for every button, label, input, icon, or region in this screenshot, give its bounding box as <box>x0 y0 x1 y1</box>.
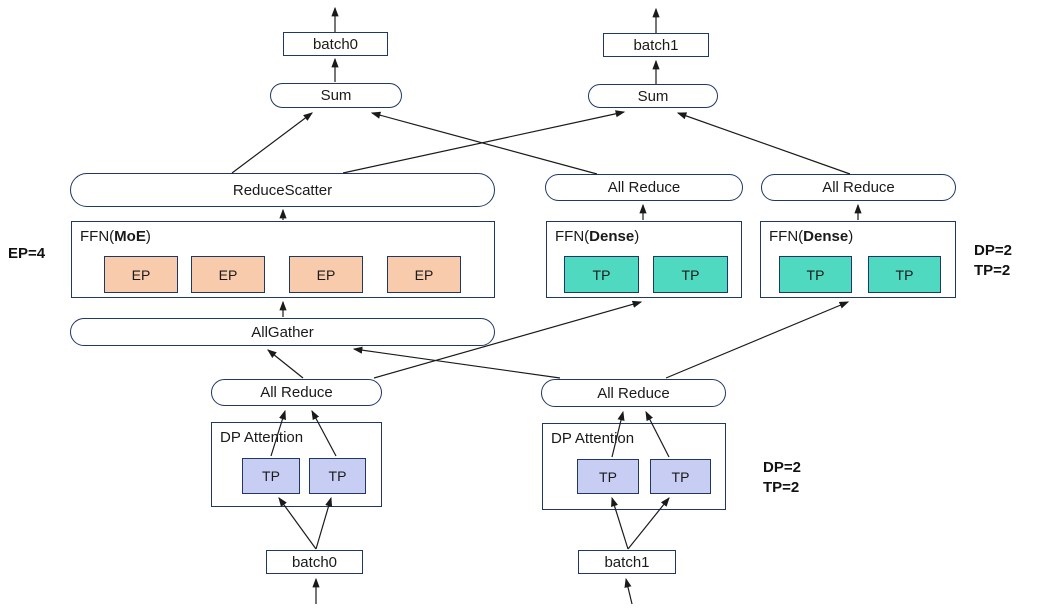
dp-attention-right-label: DP Attention <box>551 430 635 447</box>
sum-right-node: Sum <box>588 84 718 108</box>
attention-parallelism-label: DP=2 TP=2 <box>763 458 801 499</box>
sum-left-node: Sum <box>270 83 402 108</box>
arrow-allreduce-dense-left-to-sum-left <box>370 111 598 175</box>
attn-tp-unit-2: TP <box>577 459 639 494</box>
ffn-moe-label: FFN(MoE) <box>80 228 151 245</box>
batch1-output-box: batch1 <box>603 33 709 57</box>
ep-unit-1: EP <box>191 256 265 293</box>
dense-tp-unit-1: TP <box>653 256 728 293</box>
all-gather-node: AllGather <box>70 318 495 346</box>
arrow-attn-allreduce-right-to-ffn-dense-right <box>665 301 850 379</box>
arrow-batch1-in <box>624 577 633 605</box>
arrow-reducescatter-to-sum-left <box>231 112 313 174</box>
ffn-dense-right-label: FFN(Dense) <box>769 228 854 245</box>
dense-tp-unit-3: TP <box>868 256 941 293</box>
attn-tp-unit-3: TP <box>650 459 711 494</box>
batch0-input-box: batch0 <box>266 550 363 574</box>
dense-tp-unit-2: TP <box>779 256 852 293</box>
batch0-output-box: batch0 <box>283 32 388 56</box>
dense-tp-unit-0: TP <box>564 256 639 293</box>
all-reduce-dense-right-node: All Reduce <box>761 174 956 201</box>
attention-dp-label: DP=2 <box>763 459 801 476</box>
dp-attention-left-label: DP Attention <box>220 429 304 446</box>
ffn-moe-box: FFN(MoE) EP EP EP EP <box>71 221 495 298</box>
dp-attention-right-box: DP Attention TP TP <box>542 423 726 510</box>
attn-tp-unit-0: TP <box>242 458 300 494</box>
reduce-scatter-node: ReduceScatter <box>70 173 495 207</box>
dp-attention-left-box: DP Attention TP TP <box>211 422 382 507</box>
ffn-dense-left-box: FFN(Dense) TP TP <box>546 221 742 298</box>
all-reduce-dense-left-node: All Reduce <box>545 174 743 201</box>
arrow-attn-allreduce-right-to-allgather <box>352 346 561 379</box>
ep-parallelism-label: EP=4 <box>8 245 46 262</box>
ffn-dense-right-box: FFN(Dense) TP TP <box>760 221 956 298</box>
arrow-reducescatter-to-sum-right <box>342 110 626 174</box>
all-reduce-attn-right-node: All Reduce <box>541 379 726 407</box>
attn-tp-unit-1: TP <box>309 458 366 494</box>
ffn-dense-dp-label: DP=2 <box>974 242 1012 259</box>
arrow-allreduce-dense-right-to-sum-right <box>676 112 851 175</box>
arrow-attn-allreduce-left-to-allgather <box>267 349 304 379</box>
ep-unit-2: EP <box>289 256 363 293</box>
attention-tp-label: TP=2 <box>763 479 800 497</box>
ep-unit-3: EP <box>387 256 461 293</box>
all-reduce-attn-left-node: All Reduce <box>211 379 382 406</box>
batch1-input-box: batch1 <box>578 550 676 574</box>
ffn-dense-left-label: FFN(Dense) <box>555 228 640 245</box>
ep-unit-0: EP <box>104 256 178 293</box>
ffn-dense-parallelism-label: DP=2 TP=2 <box>974 241 1012 282</box>
ffn-dense-tp-label: TP=2 <box>974 262 1011 280</box>
